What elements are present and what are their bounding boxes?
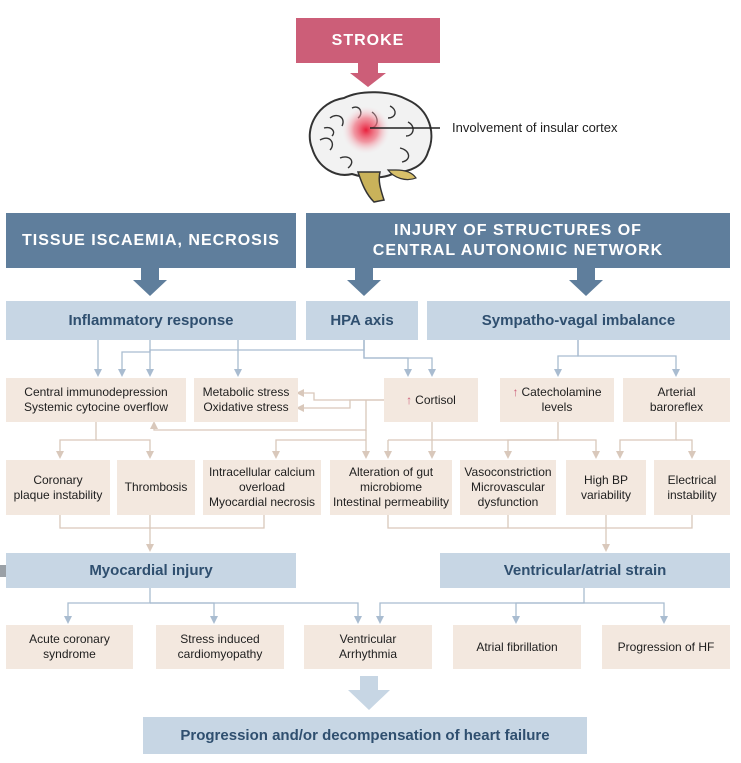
catecholamine-line2: levels <box>541 400 573 414</box>
up-arrow-icon: ↑ <box>512 385 519 399</box>
inflammatory-response-box: Inflammatory response <box>6 301 296 340</box>
gut-microbiome-box: Alteration of gut microbiome Intestinal … <box>330 460 452 515</box>
acs-line1: Acute coronary <box>29 632 110 646</box>
atrial-fibrillation-box: Atrial fibrillation <box>453 625 581 669</box>
baroreflex-line1: Arterial <box>657 385 696 399</box>
bp-variability-box: High BP variability <box>566 460 646 515</box>
injury-line2: CENTRAL AUTONOMIC NETWORK <box>372 241 664 259</box>
bp-line1: High BP <box>583 472 629 487</box>
stress-line2: cardiomyopathy <box>177 647 263 661</box>
up-arrow-icon: ↑ <box>406 392 413 407</box>
immuno-line1: Central immunodepression <box>24 385 168 399</box>
catecholamine-line1: Catecholamine <box>521 385 602 399</box>
gut-line1: Alteration of gut <box>348 465 434 479</box>
metabolic-line1: Metabolic stress <box>202 385 290 399</box>
immunodepression-box: Central immunodepression Systemic cytoci… <box>6 378 186 422</box>
coronary-line1: Coronary <box>33 472 83 487</box>
final-label: Progression and/or decompensation of hea… <box>180 727 550 744</box>
stroke-box: STROKE <box>296 18 440 63</box>
baroreflex-box: Arterial baroreflex <box>623 378 730 422</box>
hf-label: Progression of HF <box>617 639 715 654</box>
gut-line2: microbiome <box>359 480 422 494</box>
cortisol-label: Cortisol <box>415 392 456 407</box>
calcium-overload-box: Intracellular calcium overload Myocardia… <box>203 460 321 515</box>
gut-line3: Intestinal permeability <box>332 495 450 509</box>
vaso-line1: Vasoconstriction <box>464 465 552 479</box>
immuno-line2: Systemic cytocine overflow <box>23 400 169 414</box>
electrical-line2: instability <box>667 487 717 502</box>
final-outcome-box: Progression and/or decompensation of hea… <box>143 717 587 754</box>
calcium-line1: Intracellular calcium <box>208 465 316 479</box>
thrombosis-label: Thrombosis <box>124 480 188 494</box>
hpa-label: HPA axis <box>330 312 394 329</box>
bp-line2: variability <box>580 487 631 502</box>
brain-icon <box>308 91 440 203</box>
metabolic-line2: Oxidative stress <box>203 400 289 414</box>
progression-hf-box: Progression of HF <box>602 625 730 669</box>
electrical-line1: Electrical <box>667 472 717 487</box>
coronary-line2: plaque instability <box>13 487 103 502</box>
sympatho-label: Sympatho-vagal imbalance <box>481 312 676 329</box>
stroke-label: STROKE <box>331 31 405 49</box>
myocardial-injury-box: Myocardial injury <box>6 553 296 588</box>
calcium-line3: Myocardial necrosis <box>208 495 316 509</box>
acute-coronary-box: Acute coronary syndrome <box>6 625 133 669</box>
electrical-instability-box: Electrical instability <box>654 460 730 515</box>
hpa-axis-box: HPA axis <box>306 301 418 340</box>
calcium-line2: overload <box>238 480 286 494</box>
ventricular-arrhythmia-box: Ventricular Arrhythmia <box>304 625 432 669</box>
stress-cardiomyopathy-box: Stress induced cardiomyopathy <box>156 625 284 669</box>
tissue-ischaemia-box: TISSUE ISCAEMIA, NECROSIS <box>6 213 296 268</box>
baroreflex-line2: baroreflex <box>649 400 704 414</box>
af-label: Atrial fibrillation <box>476 639 558 654</box>
injury-line1: INJURY OF STRUCTURES OF <box>394 221 642 239</box>
cortisol-box: ↑ Cortisol <box>384 378 478 422</box>
vaso-line3: dysfunction <box>477 495 539 509</box>
arrhythmia-line1: Ventricular <box>339 632 397 646</box>
sympatho-vagal-box: Sympatho-vagal imbalance <box>427 301 730 340</box>
inflammatory-label: Inflammatory response <box>68 312 234 329</box>
thrombosis-box: Thrombosis <box>117 460 195 515</box>
stress-line1: Stress induced <box>180 632 260 646</box>
vaso-line2: Microvascular <box>470 480 545 494</box>
tissue-ischaemia-label: TISSUE ISCAEMIA, NECROSIS <box>22 231 280 249</box>
ventricular-strain-box: Ventricular/atrial strain <box>440 553 730 588</box>
catecholamine-box: ↑Catecholamine levels <box>500 378 614 422</box>
coronary-plaque-box: Coronary plaque instability <box>6 460 110 515</box>
metabolic-stress-box: Metabolic stress Oxidative stress <box>194 378 298 422</box>
acs-line2: syndrome <box>43 647 96 661</box>
insula-label: Involvement of insular cortex <box>452 120 618 135</box>
myocardial-label: Myocardial injury <box>89 562 213 579</box>
arrhythmia-line2: Arrhythmia <box>338 647 397 661</box>
vasoconstriction-box: Vasoconstriction Microvascular dysfuncti… <box>460 460 556 515</box>
ventricular-strain-label: Ventricular/atrial strain <box>503 562 667 579</box>
stroke-down-arrow <box>350 63 386 87</box>
central-autonomic-injury-box: INJURY OF STRUCTURES OF CENTRAL AUTONOMI… <box>306 213 730 268</box>
